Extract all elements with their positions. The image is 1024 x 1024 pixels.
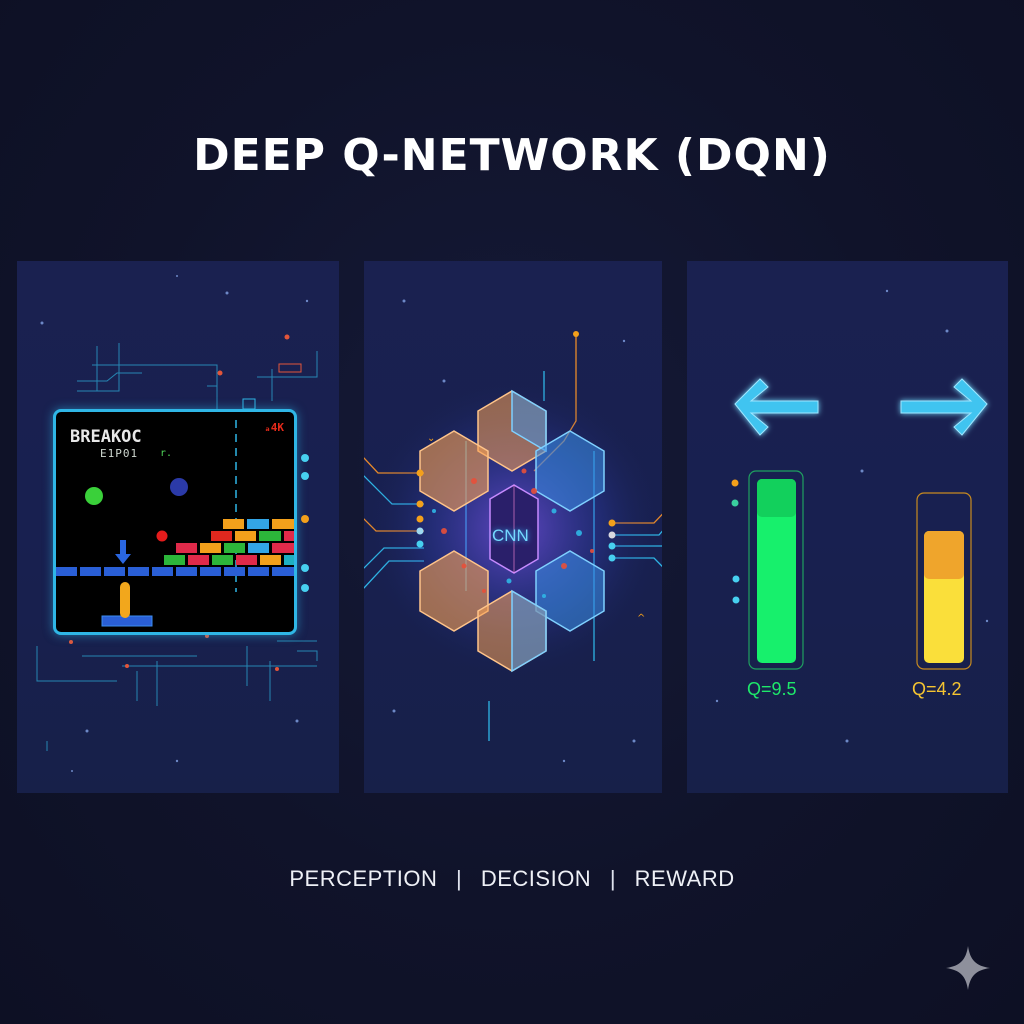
footer-perception: PERCEPTION <box>289 866 438 891</box>
sparkle-icon <box>946 946 990 990</box>
q-value-graphic <box>715 289 989 743</box>
arrow-right-icon <box>900 378 988 436</box>
footer-reward: REWARD <box>634 866 735 891</box>
blue-ball-icon <box>170 478 188 496</box>
game-score: E1P01 <box>100 447 139 460</box>
svg-text:^: ^ <box>637 613 645 624</box>
footer-separator: | <box>609 866 617 891</box>
arrow-left-icon <box>734 378 819 436</box>
breakout-playfield <box>56 420 294 627</box>
connector-dots-left <box>301 454 309 592</box>
cnn-network-graphic: ⌄ ^ <box>364 299 662 763</box>
q-value-right: Q=4.2 <box>912 679 962 699</box>
red-ball-icon <box>156 530 168 542</box>
game-score-mark: r. <box>160 448 173 459</box>
q-value-left: Q=9.5 <box>747 679 797 699</box>
game-title: BREAKOC <box>70 427 142 447</box>
game-hiscore: ₐ4K <box>264 421 284 434</box>
q-bar-left <box>757 479 796 663</box>
cnn-label: CNN <box>492 526 529 545</box>
circuit-traces-left <box>36 275 318 772</box>
down-arrow-icon <box>115 540 131 564</box>
footer-labels: PERCEPTION | DECISION | REWARD <box>0 866 1024 892</box>
green-ball-icon <box>85 487 103 505</box>
footer-decision: DECISION <box>480 866 592 891</box>
svg-text:⌄: ⌄ <box>427 433 435 444</box>
reward-panel: Q=9.5 Q=4.2 <box>687 261 1008 793</box>
q-bar-frame-right <box>916 492 972 670</box>
footer-separator: | <box>456 866 463 891</box>
decision-panel: ⌄ ^ CNN <box>364 261 662 793</box>
breakout-game-screen: BREAKOC E1P01 r. ₐ4K <box>53 409 297 635</box>
q-bar-frame-left <box>748 470 804 670</box>
page-title: DEEP Q-NETWORK (DQN) <box>193 130 831 181</box>
perception-panel: BREAKOC E1P01 r. ₐ4K <box>17 261 339 793</box>
paddle <box>120 582 130 618</box>
